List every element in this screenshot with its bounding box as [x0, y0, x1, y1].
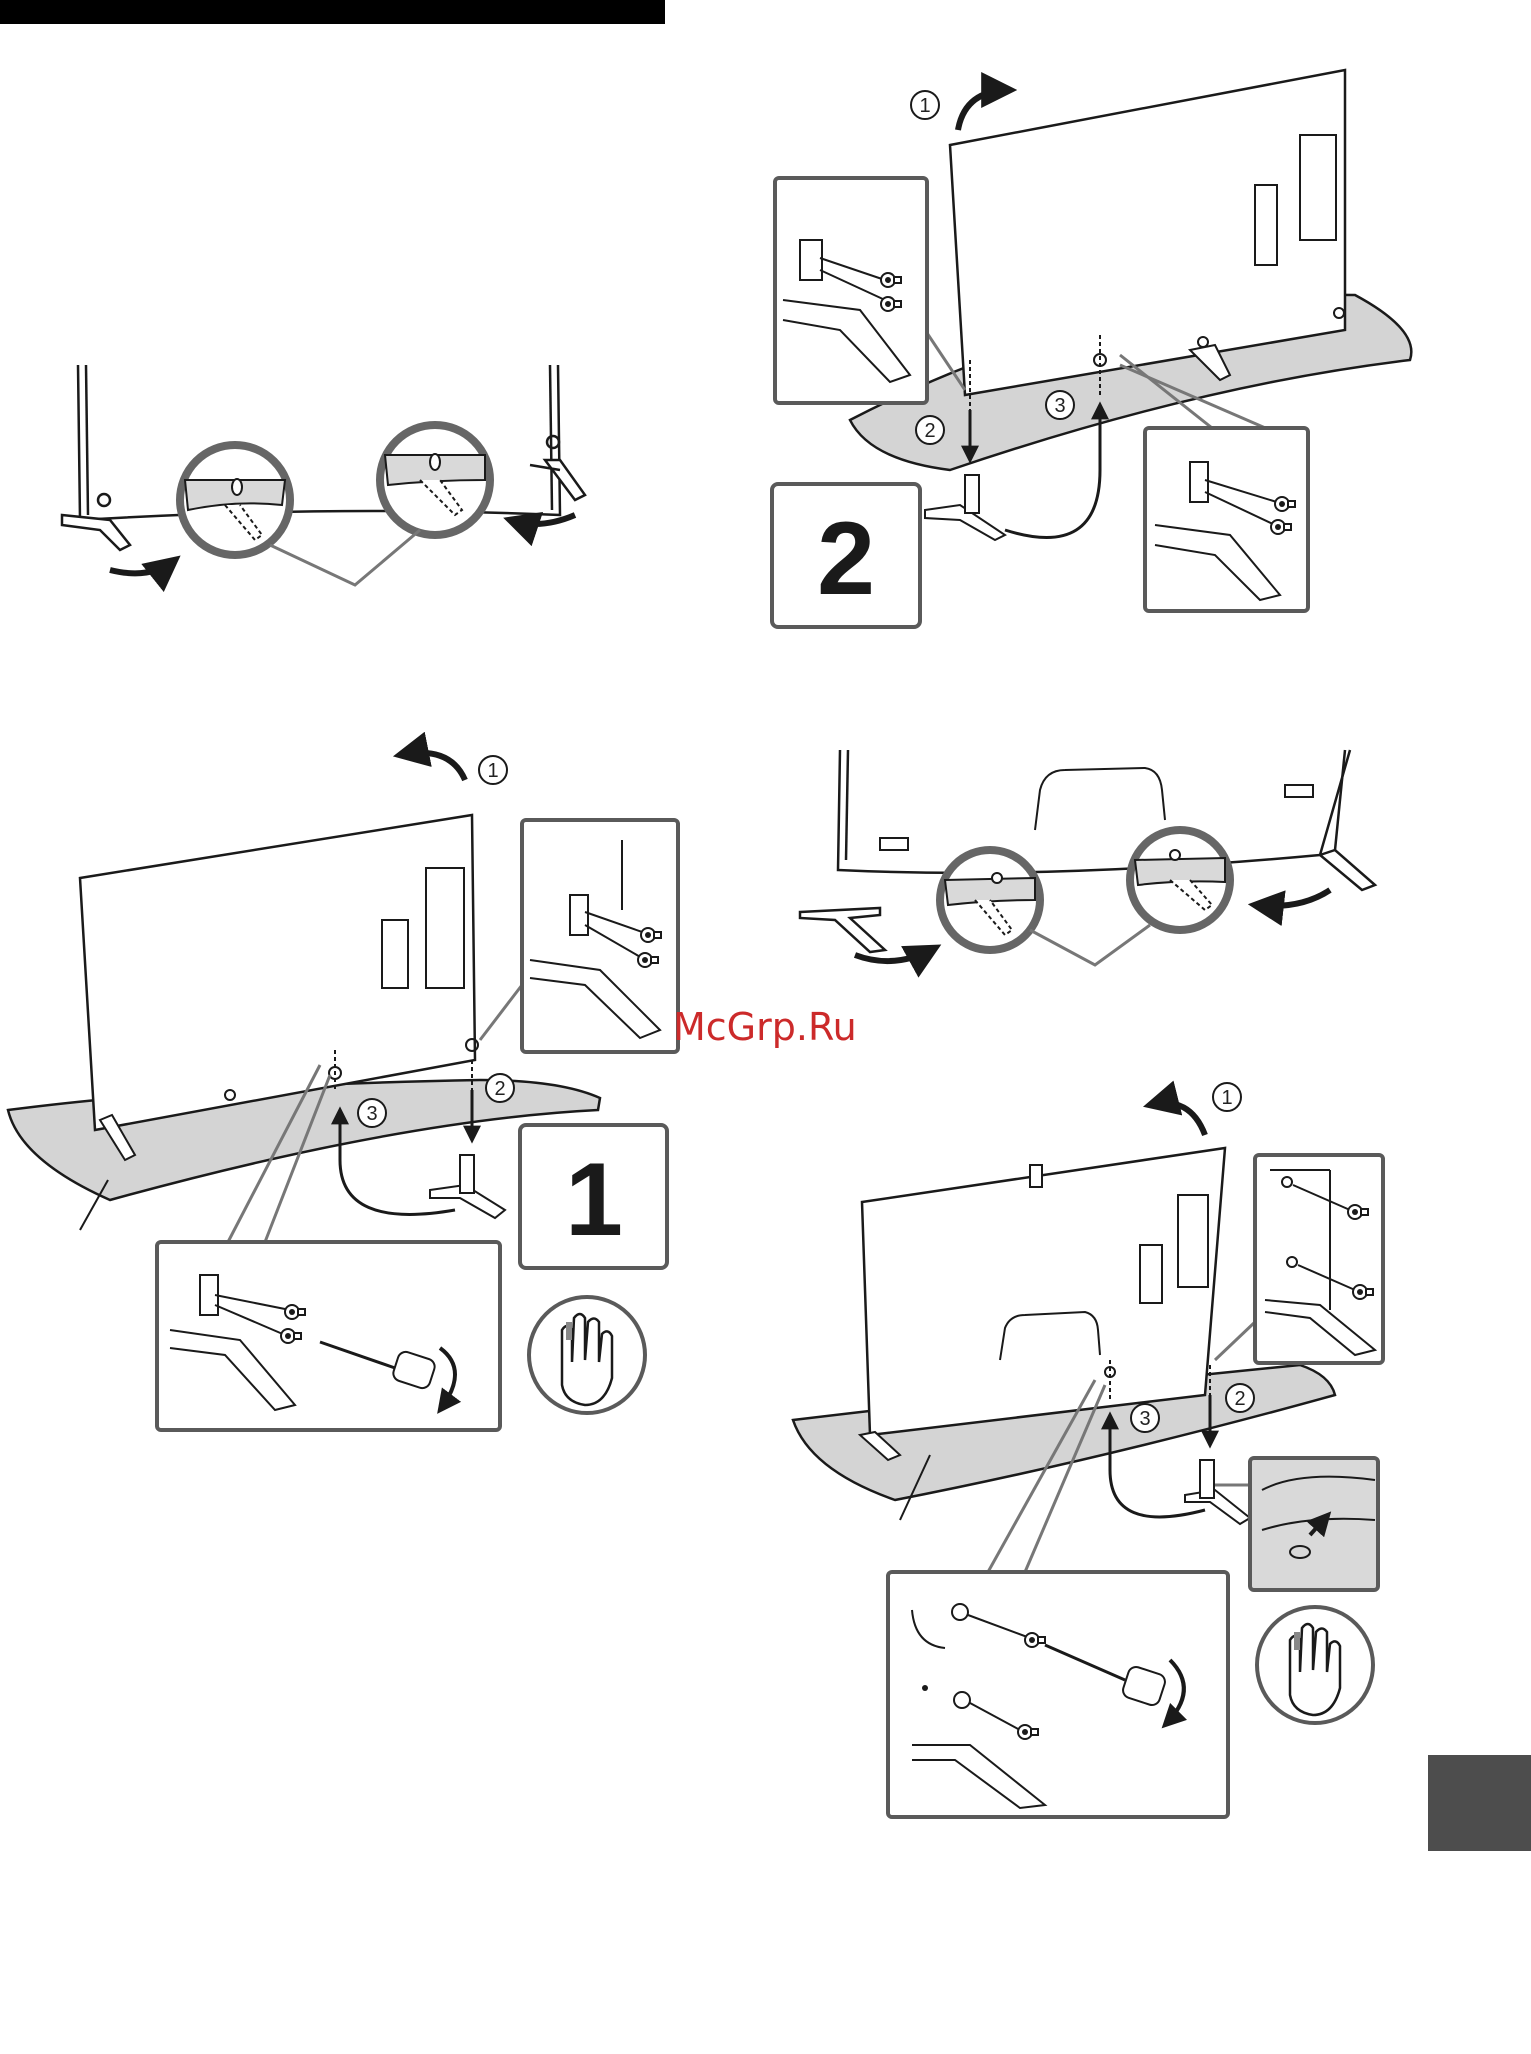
svg-text:3: 3 — [366, 1103, 377, 1125]
callout-1-step1: 1 — [479, 756, 507, 784]
front-view-illustration — [62, 365, 585, 573]
svg-text:1: 1 — [565, 1142, 623, 1258]
inset-box-step1-top — [522, 820, 678, 1052]
svg-text:3: 3 — [1139, 1408, 1150, 1430]
inset-box-step2-right — [1145, 428, 1308, 611]
svg-text:2: 2 — [494, 1078, 505, 1100]
hand-caution-icon-2 — [1257, 1607, 1373, 1723]
hand-caution-icon — [529, 1297, 645, 1413]
callout-2-bottom-right: 2 — [1226, 1384, 1254, 1412]
callout-1-top-right: 1 — [911, 91, 939, 119]
callout-2-step1: 2 — [486, 1074, 514, 1102]
callout-1-bottom-right: 1 — [1213, 1083, 1241, 1111]
detail-circle-left — [180, 445, 290, 555]
svg-text:1: 1 — [919, 95, 930, 117]
inset-box-rear-bottom — [888, 1572, 1228, 1817]
inset-box-rear-detail — [1250, 1458, 1378, 1590]
inset-box-rear-top — [1255, 1155, 1383, 1363]
watermark-text: McGrp.Ru — [673, 1005, 857, 1049]
svg-text:2: 2 — [1234, 1388, 1245, 1410]
svg-text:3: 3 — [1054, 395, 1065, 417]
callout-3-top-right: 3 — [1046, 391, 1074, 419]
rear-view-illustration — [800, 750, 1375, 961]
inset-box-step2-left — [775, 178, 927, 403]
step-badge-1: 1 — [520, 1125, 667, 1268]
callout-2-top-right: 2 — [916, 416, 944, 444]
inset-box-step1-bottom — [157, 1242, 500, 1430]
page-tab — [1428, 1755, 1531, 1851]
leader-lines-rear — [1030, 925, 1150, 965]
svg-text:1: 1 — [1221, 1087, 1232, 1109]
detail-circle-rear-right — [1130, 830, 1230, 930]
step2-illustration: 1 2 3 — [850, 70, 1411, 540]
header-bar — [0, 0, 665, 24]
leader-lines — [270, 530, 420, 585]
svg-text:2: 2 — [817, 501, 875, 617]
callout-3-bottom-right: 3 — [1131, 1404, 1159, 1432]
detail-circle-right — [380, 425, 490, 535]
detail-circle-rear-left — [940, 850, 1040, 950]
svg-text:1: 1 — [487, 760, 498, 782]
step-badge-2: 2 — [772, 484, 920, 627]
callout-3-step1: 3 — [358, 1099, 386, 1127]
svg-text:2: 2 — [924, 420, 935, 442]
step1-illustration: 1 2 3 — [8, 753, 600, 1242]
